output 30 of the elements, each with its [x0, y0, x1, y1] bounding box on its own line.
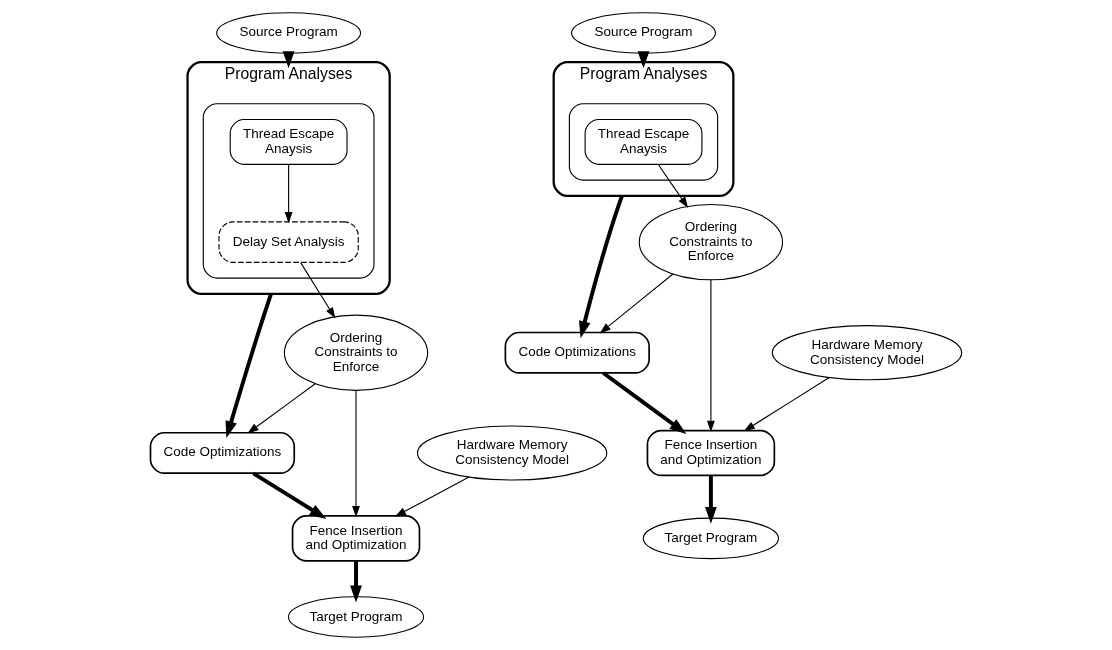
node-box: Thread Escape Anaysis [229, 118, 348, 165]
node-box: Fence Insertion and Optimization [291, 515, 421, 562]
arrow [247, 382, 317, 434]
node-box: Thread Escape Anaysis [584, 118, 703, 165]
arrow [284, 164, 293, 224]
arrow [706, 279, 715, 432]
arrow [350, 561, 362, 603]
cluster [568, 103, 719, 181]
arrow [704, 475, 717, 524]
arrow [300, 262, 336, 319]
node-ellipse: Target Program [642, 517, 779, 560]
node-box: Code Optimizations [504, 331, 650, 374]
arrow [225, 293, 273, 439]
node-box: Delay Set Analysis [218, 221, 359, 263]
node-ellipse: Hardware Memory Consistency Model [771, 325, 963, 381]
arrow [252, 471, 327, 519]
node-ellipse: Hardware Memory Consistency Model [416, 425, 608, 481]
arrow [657, 164, 689, 209]
node-box: Fence Insertion and Optimization [646, 429, 776, 477]
arrow [743, 377, 830, 432]
node-box: Code Optimizations [149, 431, 296, 475]
arrow [394, 476, 470, 517]
node-ellipse: Target Program [287, 596, 425, 638]
arrow [352, 389, 360, 518]
arrow [602, 371, 687, 434]
arrow [599, 273, 674, 334]
node-ellipse: Ordering Constraints to Enforce [283, 314, 429, 391]
arrow [578, 195, 624, 339]
cluster [202, 103, 375, 279]
node-ellipse: Ordering Constraints to Enforce [638, 204, 784, 281]
